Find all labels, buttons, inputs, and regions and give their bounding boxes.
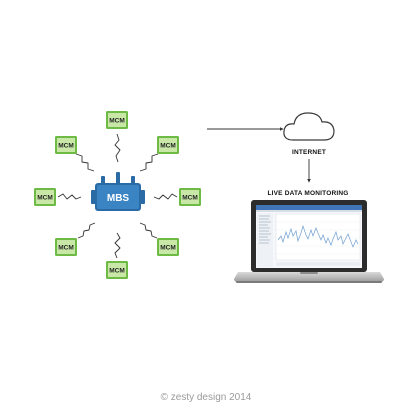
mcm-module-lower-right: MCM [157,238,179,256]
mcm-label: MCM [160,143,176,150]
internet-label: INTERNET [292,149,326,156]
screen-chart-line [277,224,359,248]
mcm-label: MCM [182,195,198,202]
wireless-link-right [153,193,178,200]
mcm-module-bottom: MCM [106,261,128,279]
live-data-monitoring-label: LIVE DATA MONITORING [267,190,348,197]
wireless-link-lower-left [77,222,96,239]
mbs-label: MBS [107,193,130,204]
wireless-links [57,133,178,259]
mcm-module-left: MCM [34,188,56,206]
wireless-link-left [57,193,82,200]
mcm-module-top: MCM [106,111,128,129]
mcm-module-right: MCM [179,188,201,206]
mcm-module-lower-left: MCM [55,238,77,256]
wireless-link-upper-left [75,153,95,172]
mcm-label: MCM [109,268,125,275]
mcm-label: MCM [58,245,74,252]
wireless-link-top [114,133,121,163]
mcm-label: MCM [160,245,176,252]
wireless-link-bottom [114,232,121,259]
mcm-label: MCM [109,118,125,125]
laptop-icon [234,200,384,283]
cloud-icon [283,112,335,141]
mcm-label: MCM [37,195,53,202]
mcm-label: MCM [58,143,74,150]
mcm-module-upper-right: MCM [157,136,179,154]
wireless-link-lower-right [139,222,158,239]
wireless-link-upper-right [139,153,159,172]
copyright-footer: © zesty design 2014 [161,392,252,403]
mbs-hub: MBS [91,172,145,211]
mcm-module-upper-left: MCM [55,136,77,154]
screen-sidebar-lines [259,215,271,244]
